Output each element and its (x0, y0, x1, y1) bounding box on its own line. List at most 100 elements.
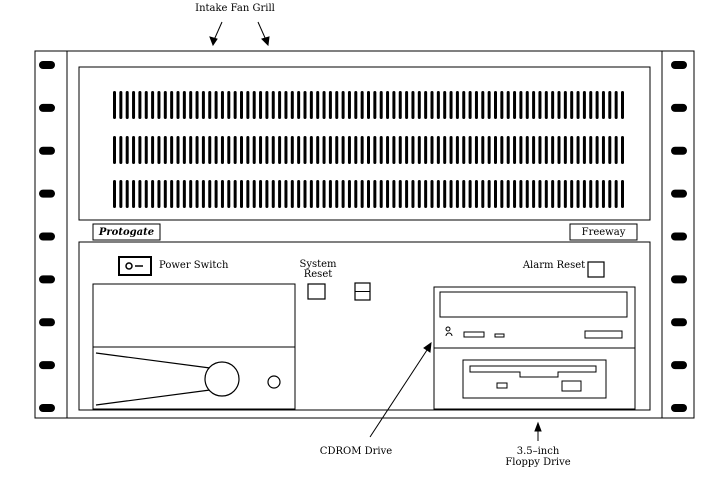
grill-slot (138, 136, 142, 164)
grill-slot (220, 136, 224, 164)
grill-slot (360, 180, 364, 208)
grill-slot (500, 91, 504, 119)
grill-slot (328, 91, 332, 119)
grill-slot (278, 180, 282, 208)
grill-slot (570, 91, 574, 119)
grill-slot (252, 180, 256, 208)
grill-slot (411, 91, 415, 119)
lever-arm-top (95, 352, 211, 369)
grill-slot (341, 91, 345, 119)
grill-slot (608, 180, 612, 208)
grill-slot (436, 136, 440, 164)
grill-slot (551, 136, 555, 164)
grill-slot (113, 180, 116, 208)
cdrom-tray[interactable] (439, 291, 628, 318)
grill-slot (544, 180, 548, 208)
grill-slot (621, 136, 624, 164)
grill-slot (240, 91, 243, 119)
grill-slot (614, 91, 618, 119)
rack-mount-hole (39, 318, 55, 327)
grill-slot (176, 91, 180, 119)
grill-slot (201, 91, 205, 119)
grill-slot (240, 136, 243, 164)
grill-slot (176, 180, 180, 208)
floppy-eject-button[interactable] (561, 380, 582, 392)
grill-slot (411, 136, 415, 164)
grill-slot (347, 91, 351, 119)
grill-slot (144, 180, 148, 208)
grill-slot (405, 91, 409, 119)
lock-icon[interactable] (267, 375, 281, 389)
grill-slot (201, 180, 205, 208)
grill-slot (487, 91, 491, 119)
grill-slot (398, 136, 402, 164)
grill-slot (481, 180, 485, 208)
grill-slot (157, 136, 161, 164)
grill-slot (144, 136, 148, 164)
grill-slot (354, 136, 358, 164)
grill-slot (462, 91, 466, 119)
grill-slot (513, 180, 517, 208)
intake-fan-grill (78, 66, 651, 221)
grill-slot (265, 91, 269, 119)
grill-slot (227, 91, 231, 119)
grill-slot (513, 136, 517, 164)
grill-slot (557, 136, 561, 164)
grill-slot (551, 91, 555, 119)
grill-slot (182, 136, 186, 164)
alarm-reset-button[interactable] (587, 261, 605, 278)
grill-slot (614, 180, 618, 208)
grill-slot (589, 91, 593, 119)
grill-slot (284, 91, 288, 119)
grill-slot (443, 91, 447, 119)
rack-mount-hole (671, 232, 687, 241)
grill-slot (519, 136, 523, 164)
brand-right-label: Freeway (581, 227, 626, 238)
grill-slot (201, 136, 205, 164)
grill-slot (398, 180, 402, 208)
grill-slot (252, 91, 256, 119)
grill-slot (392, 91, 396, 119)
grill-slot (557, 91, 561, 119)
grill-slot (163, 180, 167, 208)
grill-slot (360, 136, 364, 164)
grill-slot (436, 180, 440, 208)
system-reset-button[interactable] (307, 283, 326, 300)
lever-knob-icon[interactable] (204, 361, 240, 397)
grill-slot (303, 136, 307, 164)
grill-slot (417, 91, 421, 119)
grill-slot (328, 180, 332, 208)
grill-slot (322, 136, 326, 164)
rack-mount-hole (39, 232, 55, 241)
grill-slot (132, 136, 136, 164)
grill-slot (525, 180, 529, 208)
grill-slot (430, 180, 434, 208)
intake-fan-grill-label: Intake Fan Grill (195, 3, 275, 14)
grill-slot (138, 91, 142, 119)
rack-mount-hole (39, 146, 55, 155)
grill-slot (621, 180, 624, 208)
grill-slot (259, 136, 263, 164)
rack-mount-hole (39, 404, 55, 412)
rack-mount-hole (671, 61, 687, 69)
grill-slot (379, 91, 383, 119)
grill-slot (551, 180, 555, 208)
right-rack-mount-holes (671, 61, 687, 412)
grill-slot (405, 136, 409, 164)
grill-slot (367, 180, 370, 208)
grill-slot (373, 136, 377, 164)
grill-slot (271, 91, 275, 119)
grill-slot (595, 136, 599, 164)
grill-slot (246, 180, 250, 208)
floppy-label-line1: 3.5–inch (516, 446, 560, 457)
grill-slot (341, 180, 345, 208)
grill-slot (347, 180, 351, 208)
grill-slot (386, 91, 390, 119)
grill-slot (233, 180, 237, 208)
grill-slot (259, 180, 263, 208)
grill-slot (335, 136, 339, 164)
floppy-slot[interactable] (469, 365, 597, 378)
cdrom-eject-button[interactable] (584, 330, 623, 339)
grill-slot (271, 136, 275, 164)
grill-slot (125, 91, 129, 119)
